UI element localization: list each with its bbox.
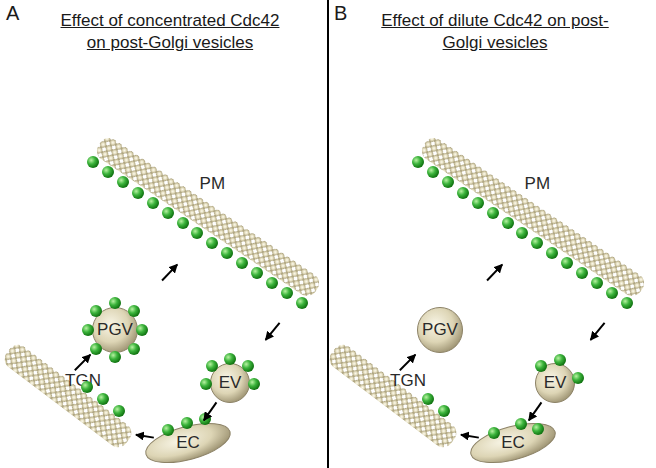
transport-arrow [461,435,479,438]
node-label-box: EV [544,373,567,393]
cdc42-dot [554,354,566,366]
cdc42-dot [427,166,439,178]
cdc42-dot [457,187,469,199]
cdc42-dot [606,287,618,299]
cdc42-dot [87,156,99,168]
cdc42-dot [102,166,114,178]
transport-arrow [75,355,91,371]
vesicle-shape [418,308,463,353]
cdc42-dot [117,176,129,188]
cdc42-dot [177,217,189,229]
cdc42-dot [90,305,102,317]
cdc42-dot [281,287,293,299]
panel-divider [327,0,329,468]
cdc42-dot [81,381,93,393]
panel-letter: B [334,2,358,24]
cdc42-dot [576,267,588,279]
cdc42-dot [412,156,424,168]
transport-arrow [529,402,542,420]
node-label-box: EV [219,373,242,393]
cdc42-dot [181,417,193,429]
cdc42-dot [97,393,109,405]
node-label-box: PGV [97,320,133,340]
node-label: TGN [390,371,426,391]
cdc42-dot [422,393,434,405]
node-label-box: EC [501,433,525,453]
cdc42-dot [266,277,278,289]
cdc42-dot [82,324,94,336]
transport-arrow [136,435,154,438]
transport-arrow [162,265,177,281]
cdc42-dot [109,351,121,363]
cdc42-dot [248,378,260,390]
tgn-membrane: TGN [325,340,460,451]
transport-arrow [591,323,605,340]
cdc42-dot [516,227,528,239]
endocytic-compartment: EC [466,415,560,468]
vesicle: PGV [417,307,463,353]
cdc42-dot [535,360,547,372]
cdc42-dot [136,324,148,336]
cdc42-dot [572,372,584,384]
cdc42-dot [128,343,140,355]
cdc42-dot [621,297,633,309]
cdc42-dot [128,305,140,317]
transport-arrow [400,355,416,371]
cdc42-dot [236,257,248,269]
cdc42-dot [109,297,121,309]
cdc42-dot [206,237,218,249]
cdc42-dot [591,277,603,289]
cdc42-dot [251,267,263,279]
cdc42-dot [90,343,102,355]
node-label: EC [176,433,200,453]
cdc42-dot [242,360,254,372]
cdc42-dot [113,405,125,417]
panel-letter: A [6,2,30,24]
vesicle-shape [467,416,560,468]
plasma-membrane: PM [418,134,649,300]
vesicle-shape [142,416,235,468]
cdc42-dot [132,187,144,199]
cdc42-dot [442,176,454,188]
node-label: PGV [97,320,133,340]
cdc42-dot [532,423,544,435]
cdc42-dot [147,197,159,209]
transport-arrow [204,402,217,420]
node-label-box: PGV [422,320,458,340]
node-label: EV [219,373,242,393]
cdc42-dot [162,424,174,436]
node-label: PM [525,174,551,194]
cdc42-dot [546,247,558,259]
panel-title: Effect of dilute Cdc42 on post-Golgi ves… [375,10,615,54]
cdc42-dot [224,353,236,365]
panel-title: Effect of concentrated Cdc42 on post-Gol… [50,10,290,54]
cdc42-dot [515,418,527,430]
cdc42-dot [531,237,543,249]
transport-arrow [487,265,502,281]
cdc42-dot [502,217,514,229]
node-label: EC [501,433,525,453]
cdc42-dot [162,207,174,219]
transport-arrow [266,323,280,340]
node-label-box: PM [200,174,226,194]
node-label-box: EC [176,433,200,453]
cdc42-dot [438,405,450,417]
cdc42-dot [221,247,233,259]
node-label-box: PM [525,174,551,194]
plasma-membrane: PM [93,134,324,300]
cdc42-dot [191,227,203,239]
node-label: EV [544,373,567,393]
cdc42-dot [472,197,484,209]
node-label-box: TGN [390,371,426,391]
cdc42-dot [487,207,499,219]
cdc42-dot [488,427,500,439]
node-label: PGV [422,320,458,340]
cdc42-dot [561,257,573,269]
cdc42-dot [206,360,218,372]
node-label: PM [200,174,226,194]
cdc42-dot [200,378,212,390]
cdc42-dot [296,297,308,309]
